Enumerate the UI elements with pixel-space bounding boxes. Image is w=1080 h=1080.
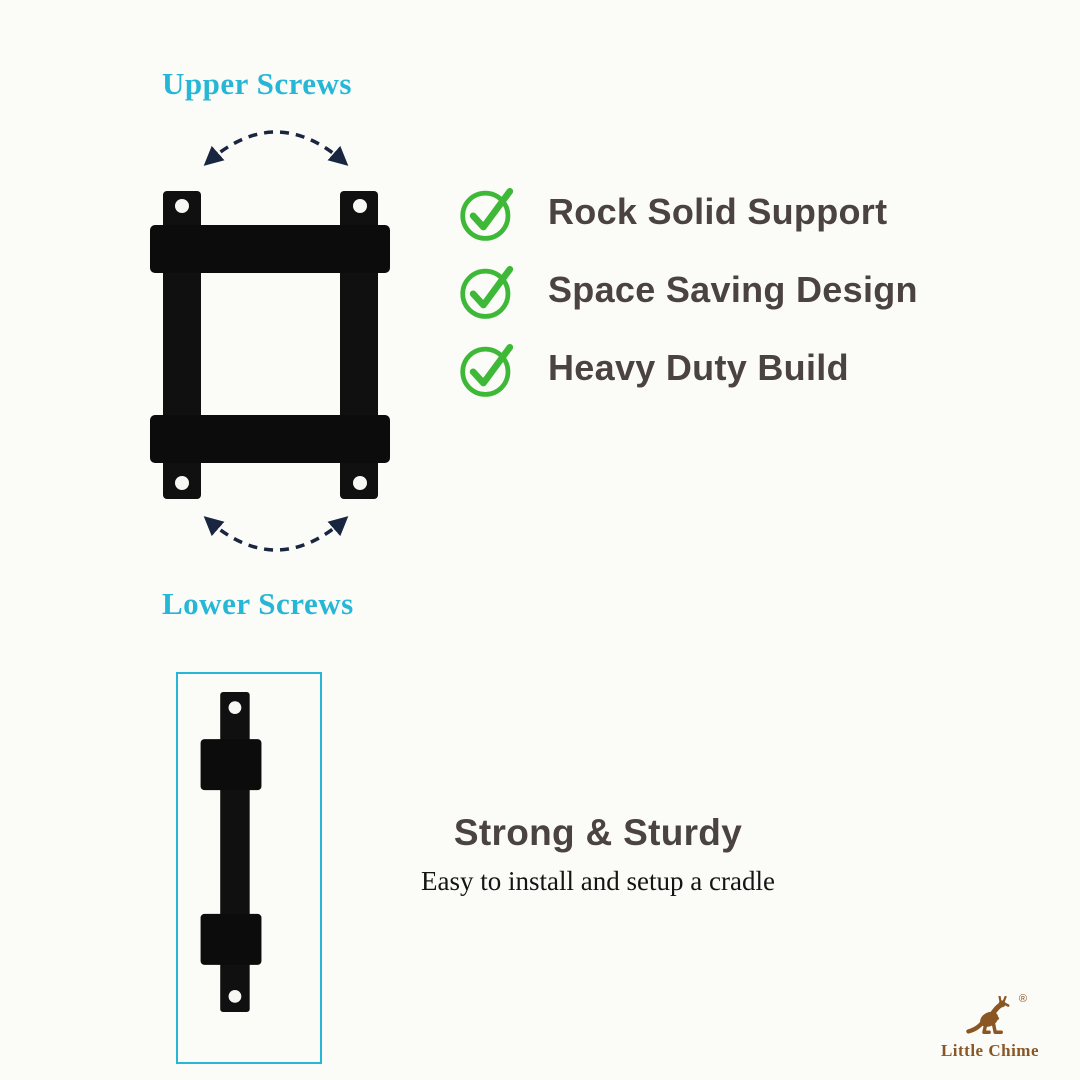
lower-arrow-icon xyxy=(203,516,349,552)
registered-mark: ® xyxy=(1018,993,1027,1005)
bracket-front-view xyxy=(150,191,390,499)
feature-label: Space Saving Design xyxy=(548,269,918,310)
upper-screws-label: Upper Screws xyxy=(162,66,352,101)
feature-label: Rock Solid Support xyxy=(548,191,888,232)
check-icon xyxy=(460,265,514,319)
strong-sturdy-title: Strong & Sturdy xyxy=(453,812,743,853)
upper-arrow-icon xyxy=(203,130,349,166)
kangaroo-icon xyxy=(966,994,1010,1034)
brand-logo: ® Little Chime xyxy=(928,994,1052,1061)
bracket-side-view xyxy=(200,691,262,1013)
brand-name: Little Chime xyxy=(940,1041,1040,1060)
bottom-text-block: Strong & Sturdy Easy to install and setu… xyxy=(348,812,848,897)
feature-item: Rock Solid Support xyxy=(458,180,918,244)
feature-item: Space Saving Design xyxy=(458,258,918,322)
feature-item: Heavy Duty Build xyxy=(458,336,918,400)
side-view-frame xyxy=(176,672,322,1064)
strong-sturdy-subtitle: Easy to install and setup a cradle xyxy=(421,866,775,896)
check-icon xyxy=(460,187,514,241)
brand-mark: ® xyxy=(965,994,1027,1034)
lower-screws-label: Lower Screws xyxy=(162,586,354,621)
feature-list: Rock Solid Support Space Saving Design H… xyxy=(458,180,918,414)
check-icon xyxy=(460,343,514,397)
feature-label: Heavy Duty Build xyxy=(548,347,849,388)
